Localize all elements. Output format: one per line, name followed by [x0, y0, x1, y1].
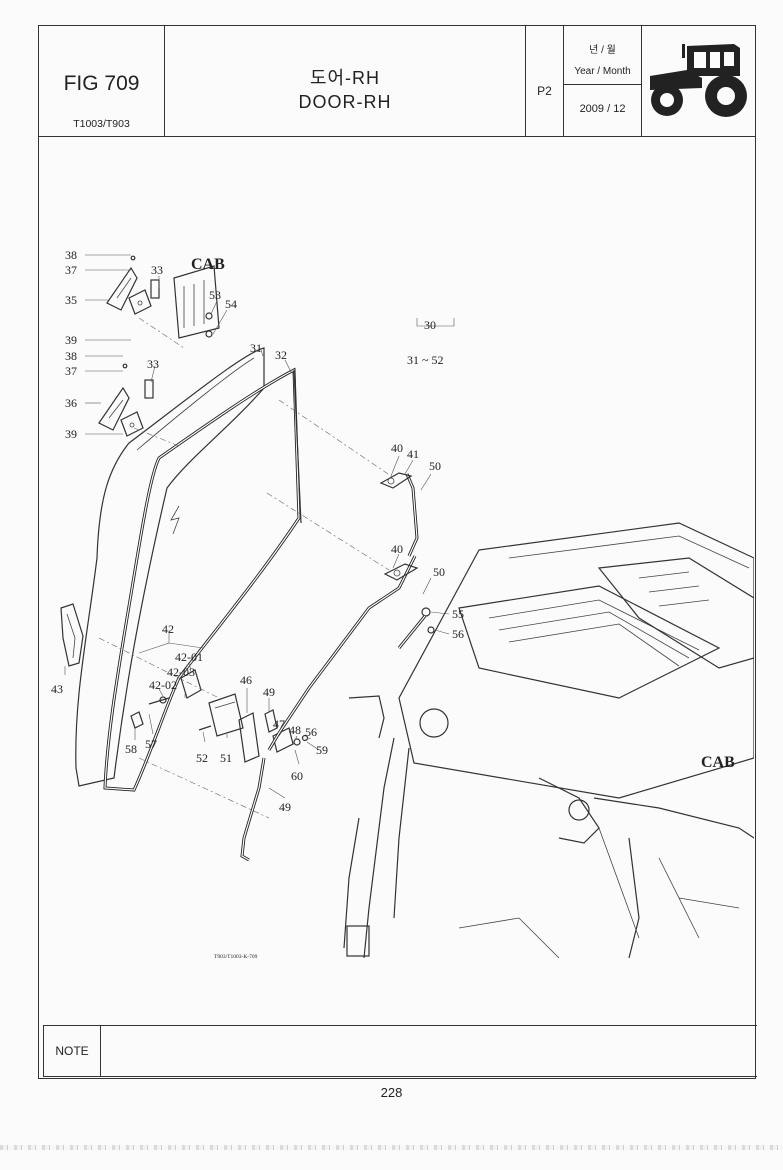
part-callout: 33	[151, 263, 163, 277]
part-callout: 50	[433, 565, 445, 579]
inner-handle-rod	[267, 555, 417, 751]
date-value: 2009 / 12	[579, 103, 626, 115]
part-callout: 56	[305, 725, 317, 739]
part-callout: 42-01	[175, 650, 203, 664]
part-callout: 59	[316, 743, 328, 757]
door-glass-panel	[75, 347, 265, 787]
date-label-korean: 년 / 월	[589, 45, 616, 56]
figure-number: FIG 709	[63, 72, 140, 95]
note-label: NOTE	[55, 1044, 89, 1058]
model-codes: T1003/T903	[73, 118, 130, 130]
part-callout: 40	[391, 441, 403, 455]
part-callout: 56	[452, 627, 464, 641]
leader-lines	[64, 254, 455, 799]
page-frame: FIG 709 T1003/T903 도어-RH DOOR-RH P2 년 / …	[38, 25, 757, 1079]
part-callout: 54	[225, 297, 237, 311]
date-cell: 년 / 월 Year / Month 2009 / 12	[564, 26, 642, 136]
part-callout: 60	[291, 769, 303, 783]
page-number: 228	[380, 1085, 403, 1100]
part-callout: 46	[240, 673, 252, 687]
part-callout: 49	[279, 800, 291, 814]
part-callout: 55	[452, 607, 464, 621]
title-english: DOOR-RH	[298, 92, 392, 112]
part-callout: 39	[65, 427, 77, 441]
part-callout: 58	[125, 742, 137, 756]
part-callout: 30	[424, 318, 436, 332]
part-callout: 50	[429, 459, 441, 473]
page-code-cell: P2	[526, 26, 564, 136]
part-callout: 42-03	[167, 665, 195, 679]
door-lock	[198, 693, 309, 763]
part-callout: 47	[273, 717, 285, 731]
figure-cell: FIG 709 T1003/T903	[39, 26, 165, 136]
part-callout: 33	[147, 357, 159, 371]
part-callout: 38	[65, 248, 77, 262]
part-callout: 32	[275, 348, 287, 362]
exploded-parts-diagram: 38 37 35 33 53 54 39 38 37 36 33 39 31 3…	[51, 248, 754, 960]
callout-labels: 38 37 35 33 53 54 39 38 37 36 33 39 31 3…	[51, 248, 735, 960]
scan-artifact	[0, 1145, 783, 1150]
part-callout: 36	[65, 396, 77, 410]
upper-hinge	[106, 266, 160, 315]
header: FIG 709 T1003/T903 도어-RH DOOR-RH P2 년 / …	[39, 26, 755, 137]
part-callout: 42	[162, 622, 174, 636]
part-callout: 40	[391, 542, 403, 556]
part-callout: 51	[220, 751, 232, 765]
part-callout: 39	[65, 333, 77, 347]
drawing-code: T903/T1003-K-709	[214, 954, 258, 960]
part-callout: 42-02	[149, 678, 177, 692]
lower-hinge	[98, 379, 154, 437]
cab-hinge-bracket	[173, 265, 220, 339]
part-callout: 57	[145, 737, 157, 751]
cab-structure	[343, 522, 754, 959]
cab-label-right: CAB	[701, 754, 735, 771]
part-callout: 53	[209, 288, 221, 302]
cab-label-top: CAB	[191, 256, 225, 273]
part-callout: 41	[407, 447, 419, 461]
fastener-dots	[122, 255, 136, 369]
page-code: P2	[537, 84, 552, 98]
part-callout: 31 ~ 52	[407, 353, 444, 367]
title-korean: 도어-RH	[309, 68, 381, 88]
part-callout: 48	[289, 723, 301, 737]
part-callout: 35	[65, 293, 77, 307]
part-callout: 31	[250, 341, 262, 355]
outer-handle	[60, 603, 84, 667]
part-callout: 37	[65, 263, 77, 277]
date-label-english: Year / Month	[574, 66, 631, 77]
note-box: NOTE	[43, 1025, 757, 1077]
title-cell: 도어-RH DOOR-RH	[165, 26, 526, 136]
part-callout: 43	[51, 682, 63, 696]
door-latch	[130, 669, 202, 729]
part-callout: 38	[65, 349, 77, 363]
part-callout: 37	[65, 364, 77, 378]
logo-cell	[642, 26, 757, 136]
tractor-icon	[650, 44, 747, 117]
part-callout: 49	[263, 685, 275, 699]
part-callout: 52	[196, 751, 208, 765]
